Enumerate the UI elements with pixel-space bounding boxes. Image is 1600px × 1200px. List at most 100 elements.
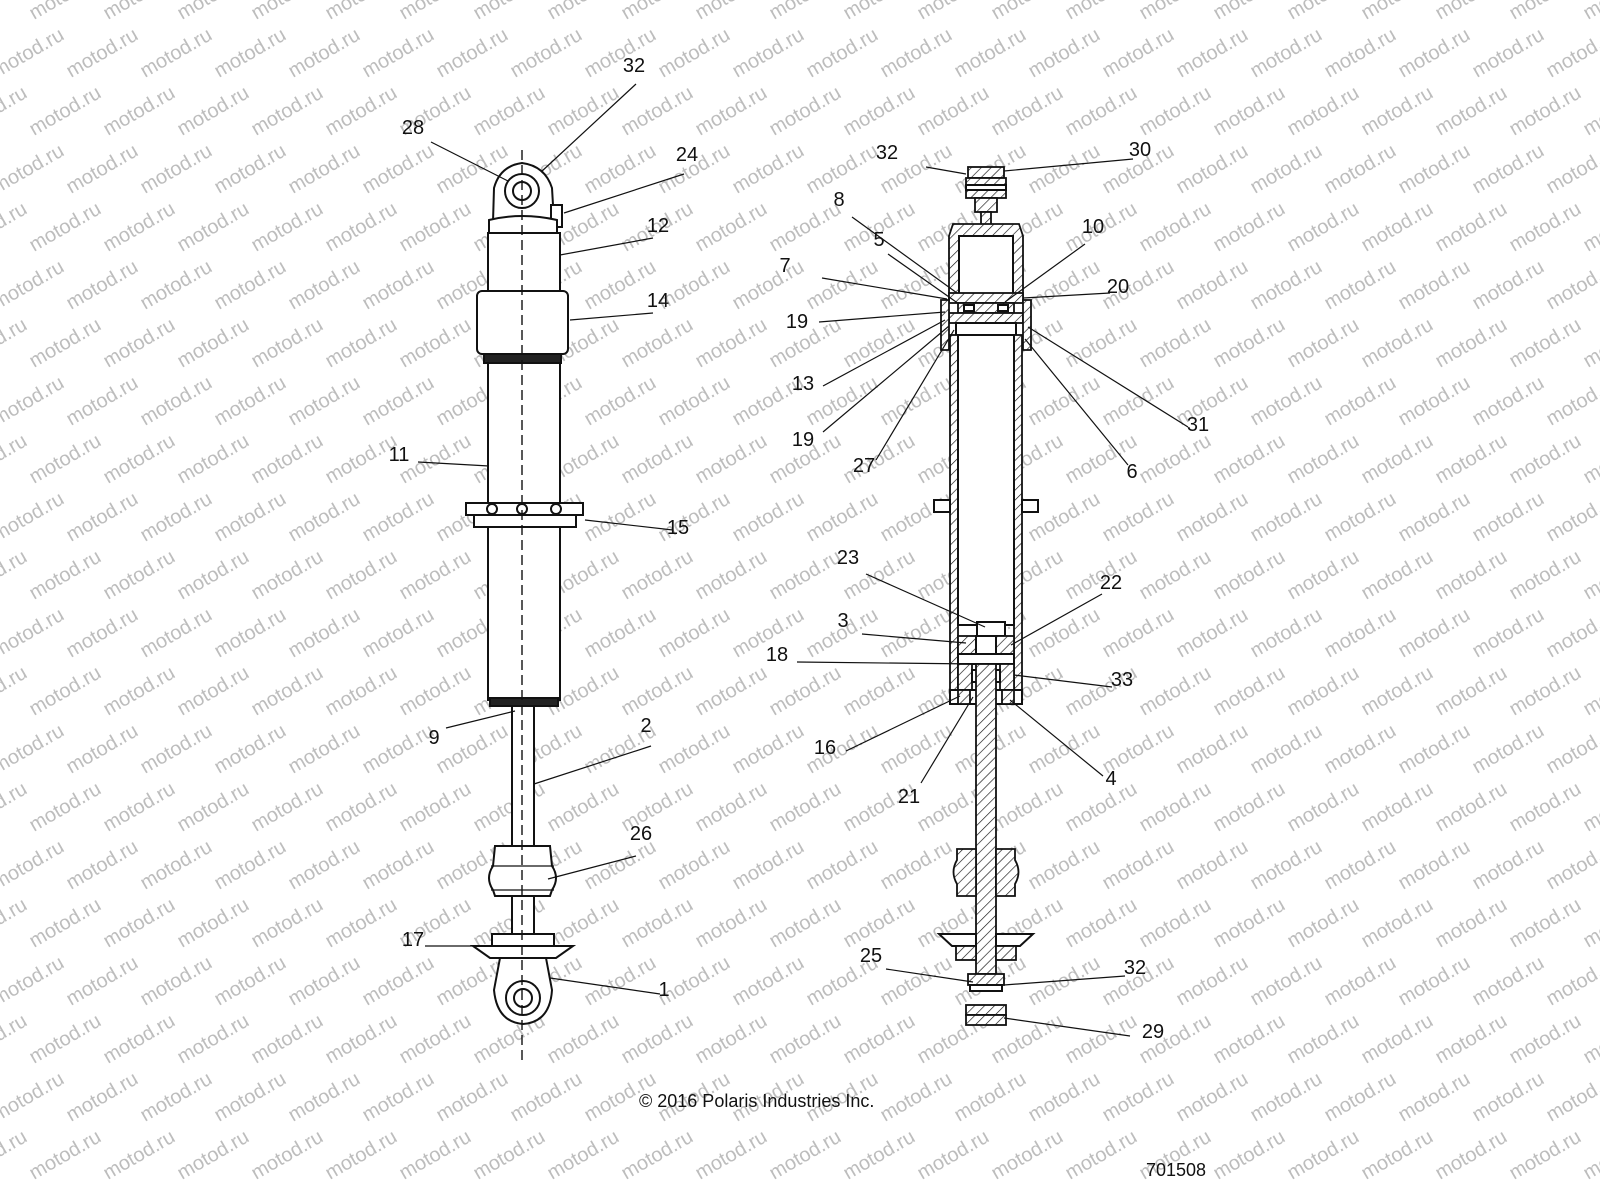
watermark-text: motod.ru [1136, 314, 1215, 373]
watermark-text: motod.ru [1358, 546, 1437, 605]
watermark-text: motod.ru [1469, 24, 1548, 83]
watermark-text: motod.ru [248, 430, 327, 489]
watermark-text: motod.ru [1210, 82, 1289, 141]
leader-line-left-11 [417, 461, 490, 467]
watermark-text: motod.ru [1062, 1010, 1141, 1069]
watermark-text: motod.ru [100, 314, 179, 373]
callout-right-10: 10 [1082, 216, 1104, 238]
leader-line-right-4 [1009, 699, 1104, 777]
watermark-text: motod.ru [322, 1010, 401, 1069]
watermark-text: motod.ru [1321, 140, 1400, 199]
callout-right-19: 19 [792, 429, 814, 451]
leader-line-right-32 [925, 166, 967, 175]
watermark-text: motod.ru [396, 662, 475, 721]
watermark-text: motod.ru [988, 82, 1067, 141]
watermark-text: motod.ru [396, 546, 475, 605]
watermark-text: motod.ru [396, 314, 475, 373]
watermark-text: motod.ru [1432, 198, 1511, 257]
watermark-text: motod.ru [63, 24, 142, 83]
watermark-text: motod.ru [0, 82, 31, 141]
watermark-text: motod.ru [1247, 256, 1326, 315]
watermark-text: motod.ru [1358, 662, 1437, 721]
watermark-text: motod.ru [100, 1126, 179, 1185]
watermark-text: motod.ru [1173, 488, 1252, 547]
watermark-text: motod.ru [0, 546, 31, 605]
watermark-text: motod.ru [322, 314, 401, 373]
callout-right-3: 3 [837, 610, 848, 632]
watermark-text: motod.ru [1395, 256, 1474, 315]
watermark-text: motod.ru [285, 952, 364, 1011]
leader-line-left-32 [540, 83, 637, 173]
watermark-text: motod.ru [1284, 1010, 1363, 1069]
watermark-text: motod.ru [1210, 0, 1289, 24]
watermark-text: motod.ru [1580, 430, 1600, 489]
watermark-text: motod.ru [1284, 1126, 1363, 1185]
watermark-text: motod.ru [507, 24, 586, 83]
watermark-text: motod.ru [581, 140, 660, 199]
watermark-text: motod.ru [1247, 952, 1326, 1011]
watermark-text: motod.ru [1321, 1068, 1400, 1127]
watermark-text: motod.ru [359, 488, 438, 547]
watermark-text: motod.ru [1173, 140, 1252, 199]
watermark-text: motod.ru [1210, 1126, 1289, 1185]
callout-right-8: 8 [833, 189, 844, 211]
watermark-text: motod.ru [1395, 836, 1474, 895]
watermark-text: motod.ru [211, 836, 290, 895]
watermark-text: motod.ru [1506, 314, 1585, 373]
watermark-text: motod.ru [1173, 836, 1252, 895]
watermark-text: motod.ru [655, 604, 734, 663]
callout-right-7: 7 [779, 255, 790, 277]
watermark-text: motod.ru [1173, 604, 1252, 663]
watermark-text: motod.ru [1025, 720, 1104, 779]
watermark-text: motod.ru [174, 546, 253, 605]
watermark-text: motod.ru [1247, 140, 1326, 199]
watermark-text: motod.ru [26, 198, 105, 257]
callout-left-9: 9 [428, 727, 439, 749]
watermark-text: motod.ru [0, 1010, 31, 1069]
leader-lines [417, 83, 1189, 1037]
watermark-text: motod.ru [63, 836, 142, 895]
watermark-text: motod.ru [1580, 0, 1600, 24]
callout-left-17: 17 [402, 929, 424, 951]
watermark-text: motod.ru [1432, 430, 1511, 489]
watermark-text: motod.ru [1284, 198, 1363, 257]
watermark-text: motod.ru [137, 604, 216, 663]
watermark-text: motod.ru [63, 720, 142, 779]
watermark-text: motod.ru [63, 1068, 142, 1127]
watermark-text: motod.ru [1284, 546, 1363, 605]
watermark-text: motod.ru [1247, 488, 1326, 547]
watermark-text: motod.ru [1543, 24, 1600, 83]
watermark-text: motod.ru [322, 662, 401, 721]
watermark-text: motod.ru [137, 372, 216, 431]
watermark-text: motod.ru [803, 256, 882, 315]
callout-left-24: 24 [676, 144, 698, 166]
watermark-text: motod.ru [100, 198, 179, 257]
watermark-text: motod.ru [1469, 1068, 1548, 1127]
watermark-text: motod.ru [359, 24, 438, 83]
watermark-text: motod.ru [766, 0, 845, 24]
watermark-text: motod.ru [137, 140, 216, 199]
watermark-text: motod.ru [1580, 314, 1600, 373]
callout-left-28: 28 [402, 117, 424, 139]
watermark-text: motod.ru [803, 372, 882, 431]
leader-line-right-23 [865, 573, 986, 628]
watermark-text: motod.ru [544, 1010, 623, 1069]
watermark-text: motod.ru [729, 720, 808, 779]
watermark-text: motod.ru [26, 82, 105, 141]
watermark-text: motod.ru [1062, 82, 1141, 141]
watermark-text: motod.ru [248, 1010, 327, 1069]
watermark-text: motod.ru [1580, 546, 1600, 605]
watermark-text: motod.ru [322, 894, 401, 953]
watermark-text: motod.ru [1321, 720, 1400, 779]
watermark-text: motod.ru [766, 662, 845, 721]
callout-right-29: 29 [1142, 1021, 1164, 1043]
watermark-text: motod.ru [1321, 952, 1400, 1011]
watermark-text: motod.ru [285, 488, 364, 547]
leader-line-left-28 [430, 141, 509, 182]
watermark-text: motod.ru [100, 894, 179, 953]
watermark-text: motod.ru [1099, 488, 1178, 547]
leader-line-right-13 [822, 319, 946, 387]
watermark-text: motod.ru [174, 430, 253, 489]
watermark-text: motod.ru [766, 82, 845, 141]
